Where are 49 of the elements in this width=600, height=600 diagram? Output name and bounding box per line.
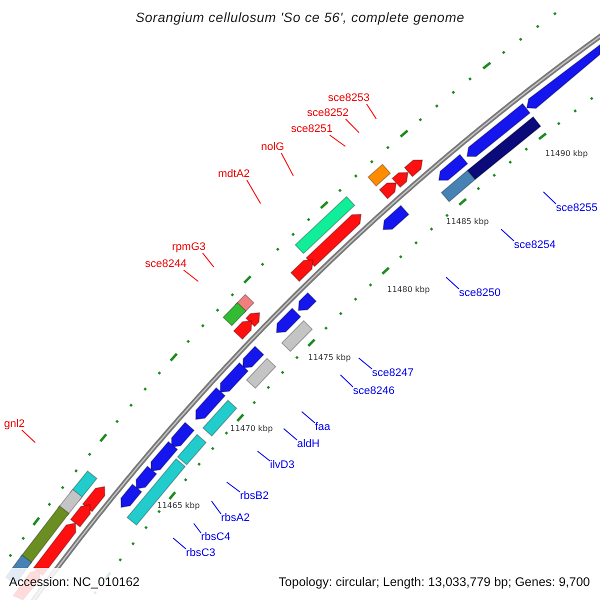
leader-line — [202, 252, 214, 268]
leader-line — [183, 270, 199, 282]
leader-line — [340, 374, 354, 388]
genome-title: Sorangium cellulosum 'So ce 56', complete genome — [135, 10, 465, 25]
leader-line — [280, 152, 294, 176]
gene-label: rpmG3 — [172, 241, 206, 253]
leader-line — [246, 180, 262, 204]
leader-line — [366, 104, 377, 120]
leader-line — [172, 537, 186, 550]
leader-line — [446, 276, 460, 290]
gene-label: sce8255 — [556, 202, 598, 214]
gene-label: rbsA2 — [221, 512, 250, 524]
leader-line — [21, 430, 36, 444]
leader-line — [226, 482, 240, 492]
gene-label: aldH — [297, 438, 320, 450]
gene-label: sce8253 — [328, 92, 370, 104]
scale-label: 11475 kbp — [308, 353, 351, 363]
gene-label: sce8254 — [514, 239, 556, 251]
gene-label: sce8250 — [459, 287, 501, 299]
gene-label: nolG — [261, 141, 284, 153]
gene-label: mdtA2 — [218, 168, 250, 180]
gene-label: sce8244 — [145, 258, 187, 270]
leader-line — [193, 523, 202, 534]
leader-line — [256, 450, 270, 462]
gene-label: faa — [315, 421, 330, 433]
gene-label: rbsC3 — [186, 547, 216, 559]
genome-info-text: Topology: circular; Length: 13,033,779 bp; Genes: 9,700 — [278, 575, 590, 589]
gene-label: sce8247 — [372, 367, 414, 379]
leader-line — [329, 134, 346, 147]
gene-label: sce8246 — [353, 385, 395, 397]
gene-label: rbsB2 — [240, 490, 269, 502]
gene-label: sce8252 — [307, 107, 349, 119]
leader-line — [500, 228, 514, 242]
accession-text: Accession: NC_010162 — [9, 575, 140, 589]
gene-label: sce8251 — [291, 123, 333, 135]
scale-label: 11470 kbp — [230, 424, 273, 434]
scale-label: 11465 kbp — [157, 501, 200, 511]
scale-label: 11480 kbp — [387, 285, 430, 295]
leader-line — [345, 118, 360, 134]
leader-line — [542, 191, 556, 204]
leader-line — [358, 357, 372, 370]
gene-label: rbsC4 — [201, 531, 230, 543]
gene-label: ilvD3 — [270, 459, 294, 471]
leader-line — [283, 428, 298, 440]
scale-label: 11490 kbp — [545, 149, 588, 159]
scale-label: 11485 kbp — [446, 217, 489, 227]
leader-line — [301, 411, 316, 424]
gene-label: gnl2 — [4, 418, 25, 430]
leader-line — [211, 500, 222, 514]
